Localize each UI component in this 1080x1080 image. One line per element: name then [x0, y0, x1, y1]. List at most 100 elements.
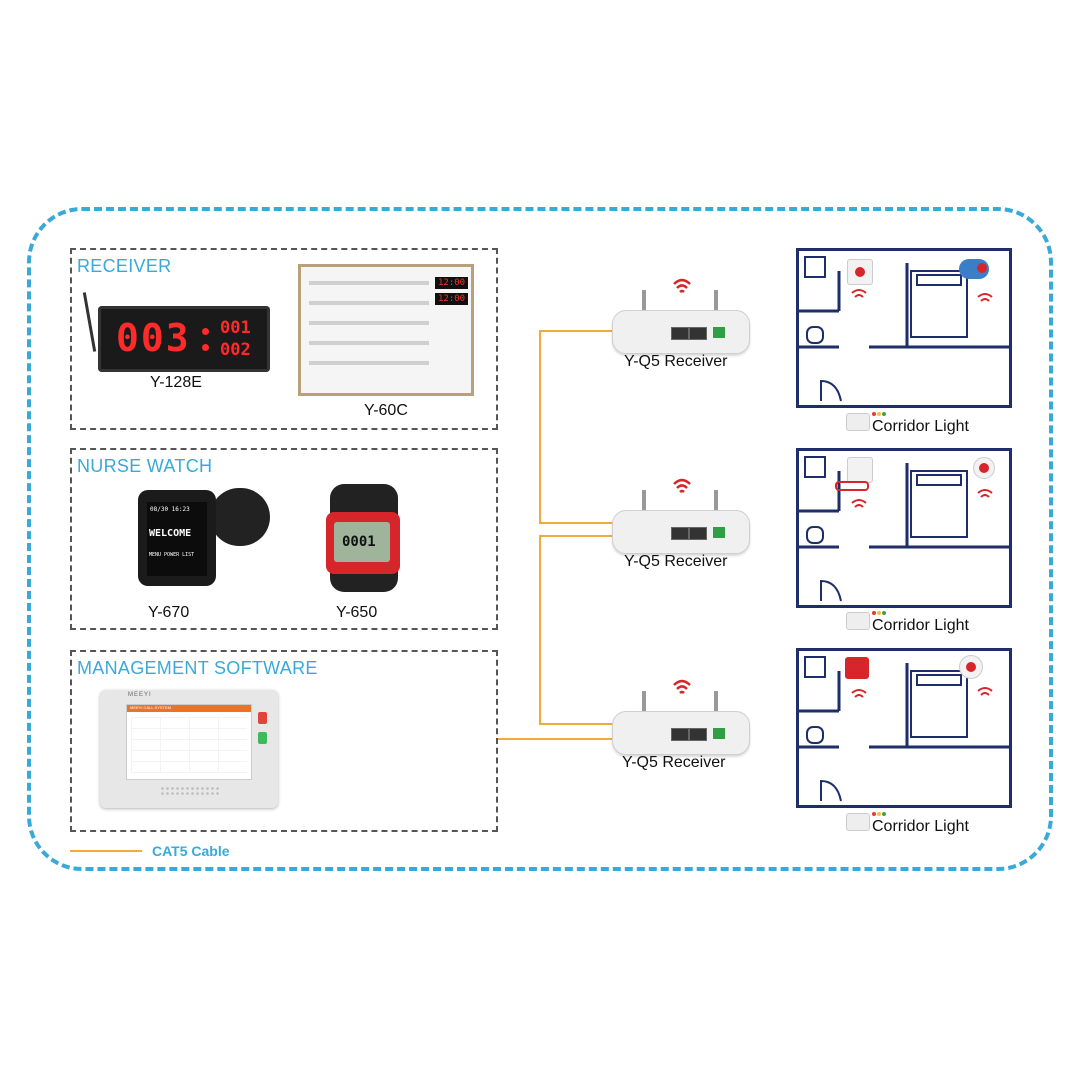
- receiver-antenna: [714, 691, 718, 713]
- receiver-port: [671, 728, 689, 741]
- cable-segment: [539, 330, 614, 332]
- corridor-light-1: Corridor Light: [846, 412, 986, 435]
- wireless-signal-icon: [851, 689, 867, 698]
- wireless-signal-icon: [673, 278, 691, 293]
- legend-cable-label: CAT5 Cable: [152, 843, 230, 859]
- receiver-terminal: [713, 728, 725, 739]
- receiver-terminal: [713, 527, 725, 538]
- tablet-system-title: MEEYI CALL SYSTEM: [130, 705, 171, 710]
- corridor-light-label: Corridor Light: [872, 418, 969, 435]
- wireless-signal-icon: [851, 289, 867, 298]
- wireless-signal-icon: [977, 489, 993, 498]
- tablet-red-button: [258, 712, 267, 724]
- cable-segment: [498, 738, 614, 740]
- floorplan-walls: [799, 456, 1009, 602]
- receiver-port: [671, 327, 689, 340]
- room-floorplan-1: [796, 248, 1012, 408]
- status-dot-icon: [882, 812, 886, 816]
- receiver-antenna: [642, 490, 646, 512]
- receiver-body: [612, 310, 750, 354]
- floorplan-walls: [799, 256, 1009, 402]
- call-button-device: [973, 457, 995, 479]
- receiver-port: [689, 327, 707, 340]
- receiver-terminal: [713, 327, 725, 338]
- call-button-red: [855, 267, 865, 277]
- receiver-port: [671, 527, 689, 540]
- y670-menu: MENU POWER LIST: [149, 552, 195, 558]
- corridor-light-icon: [846, 413, 870, 431]
- y60c-display-bottom: 12:00: [435, 293, 469, 305]
- status-dot-icon: [877, 611, 881, 615]
- status-dot-icon: [872, 611, 876, 615]
- y60c-display-top: 12:00: [435, 277, 469, 289]
- receiver-port: [689, 527, 707, 540]
- wireless-signal-icon: [977, 687, 993, 696]
- status-dot-icon: [872, 812, 876, 816]
- status-dot-icon: [877, 812, 881, 816]
- pull-cord: [835, 481, 869, 491]
- receiver-antenna: [642, 691, 646, 713]
- pendant-button-red: [977, 263, 987, 273]
- wireless-signal-icon: [851, 499, 867, 508]
- y128e-colon: [202, 344, 209, 351]
- call-button-red: [979, 463, 989, 473]
- status-dot-icon: [872, 412, 876, 416]
- corridor-light-icon: [846, 612, 870, 630]
- sos-button-device: [845, 657, 869, 679]
- corridor-light-label: Corridor Light: [872, 617, 969, 634]
- panel-row: [309, 361, 429, 365]
- receiver-antenna: [642, 290, 646, 312]
- receiver-antenna: [714, 290, 718, 312]
- tablet-speaker-grille: [160, 786, 220, 796]
- status-dot-icon: [877, 412, 881, 416]
- y128e-colon: [202, 328, 209, 335]
- receiver-label: Y-Q5 Receiver: [624, 353, 728, 370]
- pendant-button-device: [959, 259, 989, 279]
- y650-digits: 0001: [342, 534, 376, 550]
- room-floorplan-2: [796, 448, 1012, 608]
- corridor-light-2: Corridor Light: [846, 611, 986, 634]
- call-button-red: [966, 662, 976, 672]
- panel-row: [309, 321, 429, 325]
- y650-watch: 0001: [326, 512, 400, 574]
- receiver-group-title: RECEIVER: [77, 256, 172, 276]
- y670-strap: [210, 488, 270, 546]
- receiver-unit-2: Y-Q5 Receiver: [612, 476, 752, 586]
- management-software-group-title: MANAGEMENT SOFTWARE: [77, 658, 318, 678]
- room-floorplan-3: [796, 648, 1012, 808]
- y670-watch: 08/30 16:23 WELCOME MENU POWER LIST: [138, 490, 216, 586]
- cable-segment: [539, 723, 614, 725]
- y128e-main-digits: 003: [116, 316, 191, 360]
- panel-row: [309, 281, 429, 285]
- nurse-watch-group-title: NURSE WATCH: [77, 456, 213, 476]
- status-dot-icon: [882, 412, 886, 416]
- cable-segment: [539, 330, 541, 524]
- panel-row: [309, 341, 429, 345]
- receiver-label: Y-Q5 Receiver: [624, 553, 728, 570]
- management-software-group: [70, 650, 498, 832]
- receiver-unit-1: Y-Q5 Receiver: [612, 276, 752, 386]
- tablet-grid: [131, 717, 247, 773]
- wireless-signal-icon: [977, 293, 993, 302]
- y128e-display: 003 001 002: [98, 306, 270, 372]
- y128e-label: Y-128E: [150, 374, 202, 391]
- panel-row: [309, 301, 429, 305]
- y60c-label: Y-60C: [364, 402, 408, 419]
- system-frame: [27, 207, 1053, 871]
- y650-label: Y-650: [336, 604, 378, 621]
- tablet-green-button: [258, 732, 267, 744]
- receiver-port: [689, 728, 707, 741]
- tablet-brand: MEEYI: [128, 692, 152, 698]
- y60c-panel: 12:00 12:00: [298, 264, 474, 396]
- y670-time: 08/30 16:23: [150, 506, 190, 513]
- floorplan-walls: [799, 656, 1009, 802]
- receiver-unit-3: Y-Q5 Receiver: [612, 677, 752, 787]
- corridor-light-icon: [846, 813, 870, 831]
- corridor-light-label: Corridor Light: [872, 818, 969, 835]
- receiver-antenna: [714, 490, 718, 512]
- nurse-watch-group: [70, 448, 498, 630]
- y670-label: Y-670: [148, 604, 190, 621]
- call-button-device: [847, 259, 873, 285]
- y670-screen: 08/30 16:23 WELCOME MENU POWER LIST: [147, 502, 207, 576]
- cable-segment: [539, 535, 541, 725]
